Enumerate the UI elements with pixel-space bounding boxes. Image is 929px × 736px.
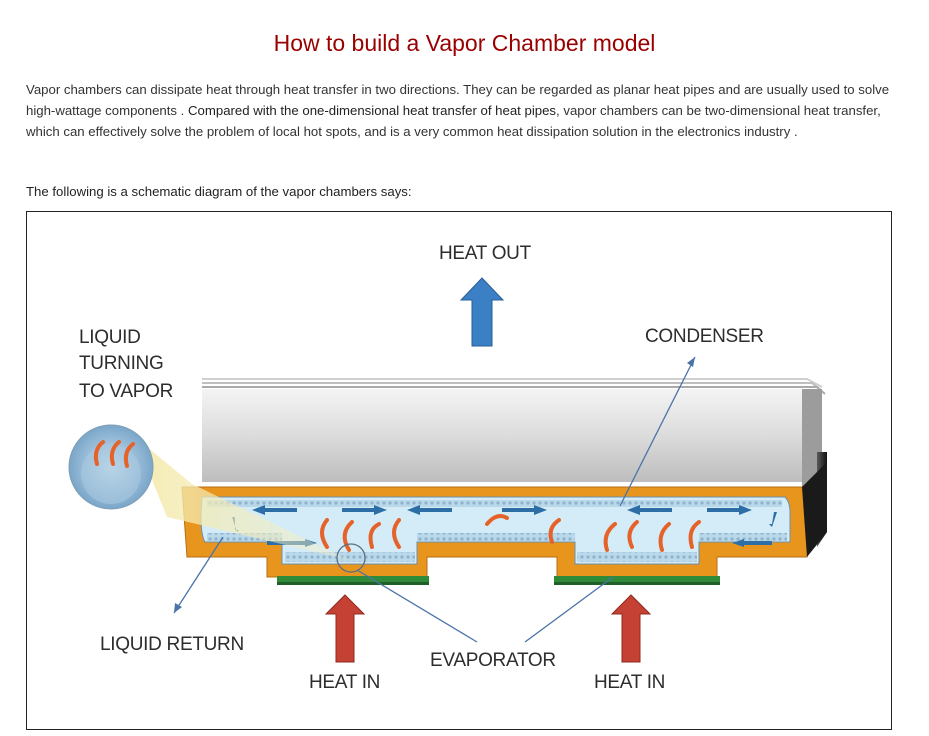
heat-in-right-label: HEAT IN <box>594 672 665 693</box>
heat-out-label: HEAT OUT <box>439 243 532 264</box>
intro-paragraph: Vapor chambers can dissipate heat throug… <box>26 79 912 142</box>
evaporator-label: EVAPORATOR <box>430 650 556 671</box>
vapor-flow-arrows <box>232 505 777 547</box>
liquid-vapor-label-1: LIQUID <box>79 327 141 348</box>
heat-source-pads <box>277 576 720 585</box>
diagram-svg: HEAT OUT CONDENSER LIQUID TURNING TO VAP… <box>68 243 827 693</box>
liquid-return-label: LIQUID RETURN <box>100 634 244 655</box>
intro-text-1: Vapor chambers can dissipate heat throug… <box>26 82 890 118</box>
page-title: How to build a Vapor Chamber model <box>273 30 656 56</box>
heat-in-arrow-right <box>610 594 652 663</box>
magnifier-bubble <box>68 424 366 573</box>
intro-text-2: Compared with the one-dimensional heat t… <box>188 103 557 118</box>
vapor-chamber-diagram: HEAT OUT CONDENSER LIQUID TURNING TO VAP… <box>26 211 892 730</box>
intro-text-3: , vapor chambers can be two-dimensional … <box>26 103 881 139</box>
diagram-lead-text: The following is a schematic diagram of … <box>26 184 412 199</box>
leader-lines <box>173 356 696 643</box>
liquid-vapor-label-2: TURNING <box>79 353 163 374</box>
condenser-label: CONDENSER <box>645 326 764 347</box>
heat-out-arrow <box>459 277 505 347</box>
evaporation-curls <box>320 514 701 552</box>
heat-in-arrow-left <box>324 594 366 663</box>
heat-in-left-label: HEAT IN <box>309 672 380 693</box>
liquid-vapor-label-3: TO VAPOR <box>79 381 173 402</box>
